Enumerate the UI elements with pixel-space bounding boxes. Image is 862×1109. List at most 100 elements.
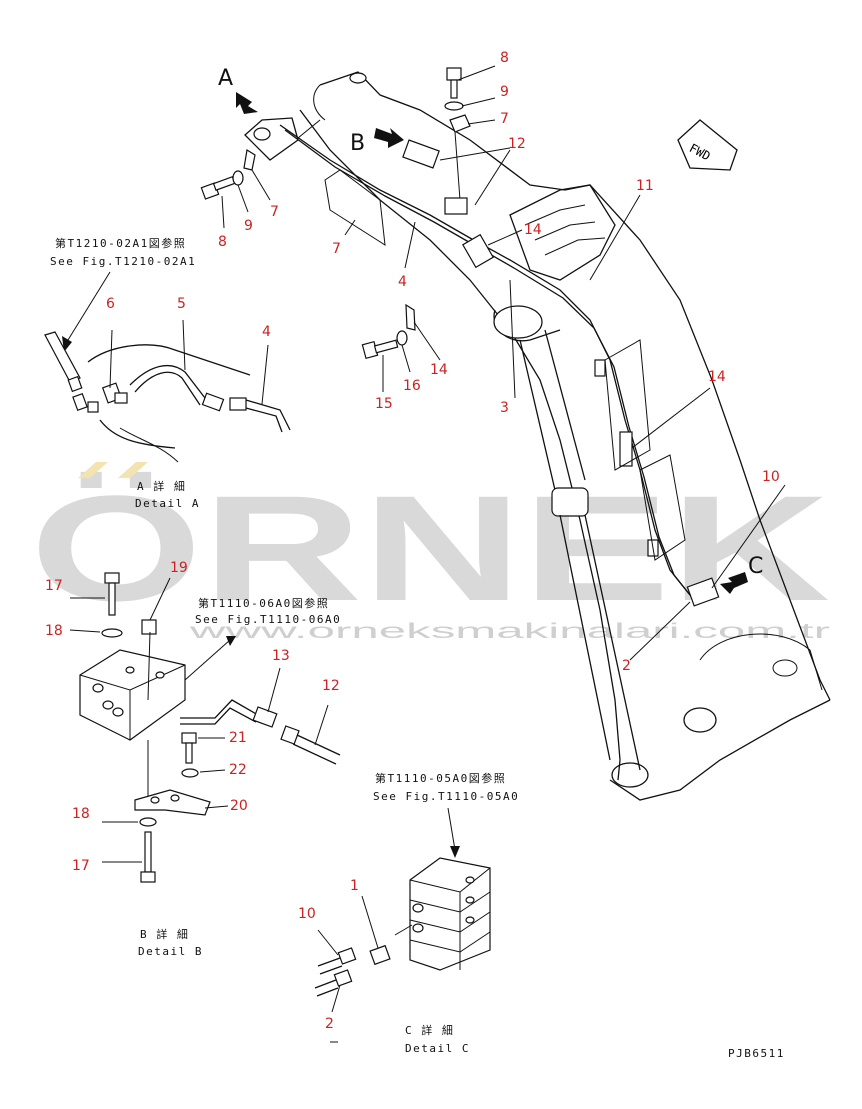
valve-port	[102, 700, 114, 710]
callout-6: 6	[106, 296, 115, 312]
washer-18b	[139, 817, 157, 827]
hose-10-nut	[337, 947, 357, 965]
arm-rib	[524, 204, 586, 226]
valve-port	[92, 683, 104, 693]
hose-10	[317, 957, 341, 967]
callout-7c: 7	[332, 241, 341, 257]
boom-outline-upper	[319, 71, 831, 701]
hose-10b	[319, 965, 343, 975]
boom-assembly	[200, 67, 831, 801]
clamp-14	[405, 303, 416, 331]
callout-8b: 8	[218, 234, 227, 250]
boom-foot-plate	[699, 633, 823, 691]
callout-2: 2	[622, 658, 631, 674]
hose-4-nut	[229, 397, 247, 411]
fwd-arrow-icon	[677, 119, 738, 171]
bolt-17b-head	[140, 871, 156, 883]
callout-1: 1	[350, 878, 359, 894]
bracket-hole	[170, 794, 180, 802]
leader-3	[509, 279, 516, 399]
bracket-plate	[604, 339, 651, 471]
ref-b-en: See Fig.T1110-06A0	[195, 613, 341, 626]
leader-20	[204, 805, 229, 809]
fwd-label: FWD	[687, 141, 713, 164]
callout-18b: 18	[72, 806, 90, 822]
valve-block	[79, 649, 186, 741]
ref-b-leader	[184, 639, 231, 681]
nut-19	[141, 619, 157, 635]
boom-foot	[609, 699, 831, 801]
view-a-fitting-hole	[253, 127, 271, 141]
detail-b: 17 18 19 第T1110-06A0図参照 See Fig.T1110-06…	[45, 560, 341, 958]
hose-2	[314, 979, 337, 989]
callout-14a: 14	[524, 222, 542, 238]
leader-10b	[317, 929, 339, 956]
washer-22	[181, 768, 199, 778]
callout-7b: 7	[270, 204, 279, 220]
leader-18a	[69, 629, 101, 633]
callout-12: 12	[508, 136, 526, 152]
connector-c	[686, 577, 720, 607]
bolt-21-head	[181, 732, 197, 744]
fitting-1-stem	[394, 924, 413, 936]
arm-head	[509, 184, 616, 281]
boom-pin	[683, 707, 717, 733]
hose-12b	[292, 743, 337, 765]
hose-12-drop	[449, 131, 461, 206]
ref-a-jp: 第T1210-02A1図参照	[55, 236, 186, 250]
pipe-6-end	[44, 331, 81, 383]
leader-2	[629, 601, 691, 661]
leader-14b	[413, 321, 441, 361]
pipe-13	[180, 699, 259, 719]
ref-c-arrowhead	[450, 846, 460, 858]
bracket-hole	[150, 796, 160, 804]
valve-stack	[409, 857, 491, 971]
detail-a: 第T1210-02A1図参照 See Fig.T1210-02A1 6 5 4 …	[44, 236, 291, 510]
callout-18a: 18	[45, 623, 63, 639]
detail-b-en: Detail B	[138, 945, 203, 958]
boom-tip	[313, 84, 326, 121]
hose-12	[296, 734, 341, 756]
valve-stack-section	[409, 911, 491, 933]
view-a-letter: A	[218, 66, 233, 91]
leader-14a	[487, 229, 523, 246]
cylinder-tube-right	[584, 514, 641, 771]
leader-12b	[314, 704, 329, 746]
view-a-line	[297, 119, 321, 139]
clip-7	[449, 114, 471, 133]
callout-2b: 2	[325, 1016, 334, 1032]
cylinder-body	[551, 487, 589, 517]
view-a-fitting	[244, 117, 299, 161]
leader-22	[199, 769, 226, 773]
callout-14c: 14	[708, 369, 726, 385]
hose-5b	[134, 371, 201, 406]
pipe-run-2	[284, 129, 695, 601]
bolt-17b-shank	[144, 831, 152, 873]
leader-5	[182, 319, 186, 371]
cylinder-rod-right	[544, 329, 586, 481]
callout-9: 9	[500, 84, 509, 100]
callout-10b: 10	[298, 906, 316, 922]
callout-13: 13	[272, 648, 290, 664]
hose-2b	[316, 987, 339, 997]
leader-9b	[237, 184, 249, 213]
ref-b-jp: 第T1110-06A0図参照	[198, 596, 329, 610]
bolt-8-head	[446, 67, 462, 81]
detail-a-body-top	[87, 344, 251, 376]
cylinder-eye	[493, 305, 543, 339]
detail-a-en: Detail A	[135, 497, 200, 510]
callout-9b: 9	[244, 218, 253, 234]
bolt-17-shank	[108, 582, 116, 616]
boom-foot-hole	[772, 659, 798, 677]
callout-20: 20	[230, 798, 248, 814]
ref-a-arrowhead	[62, 336, 72, 352]
pipe-6-fitting-b	[87, 401, 99, 413]
callout-12b: 12	[322, 678, 340, 694]
ref-a-en: See Fig.T1210-02A1	[50, 255, 196, 268]
leader-16	[401, 344, 411, 373]
callout-7: 7	[500, 111, 509, 127]
valve-port	[112, 707, 124, 717]
callout-11: 11	[636, 178, 654, 194]
arm-rib	[534, 221, 596, 241]
